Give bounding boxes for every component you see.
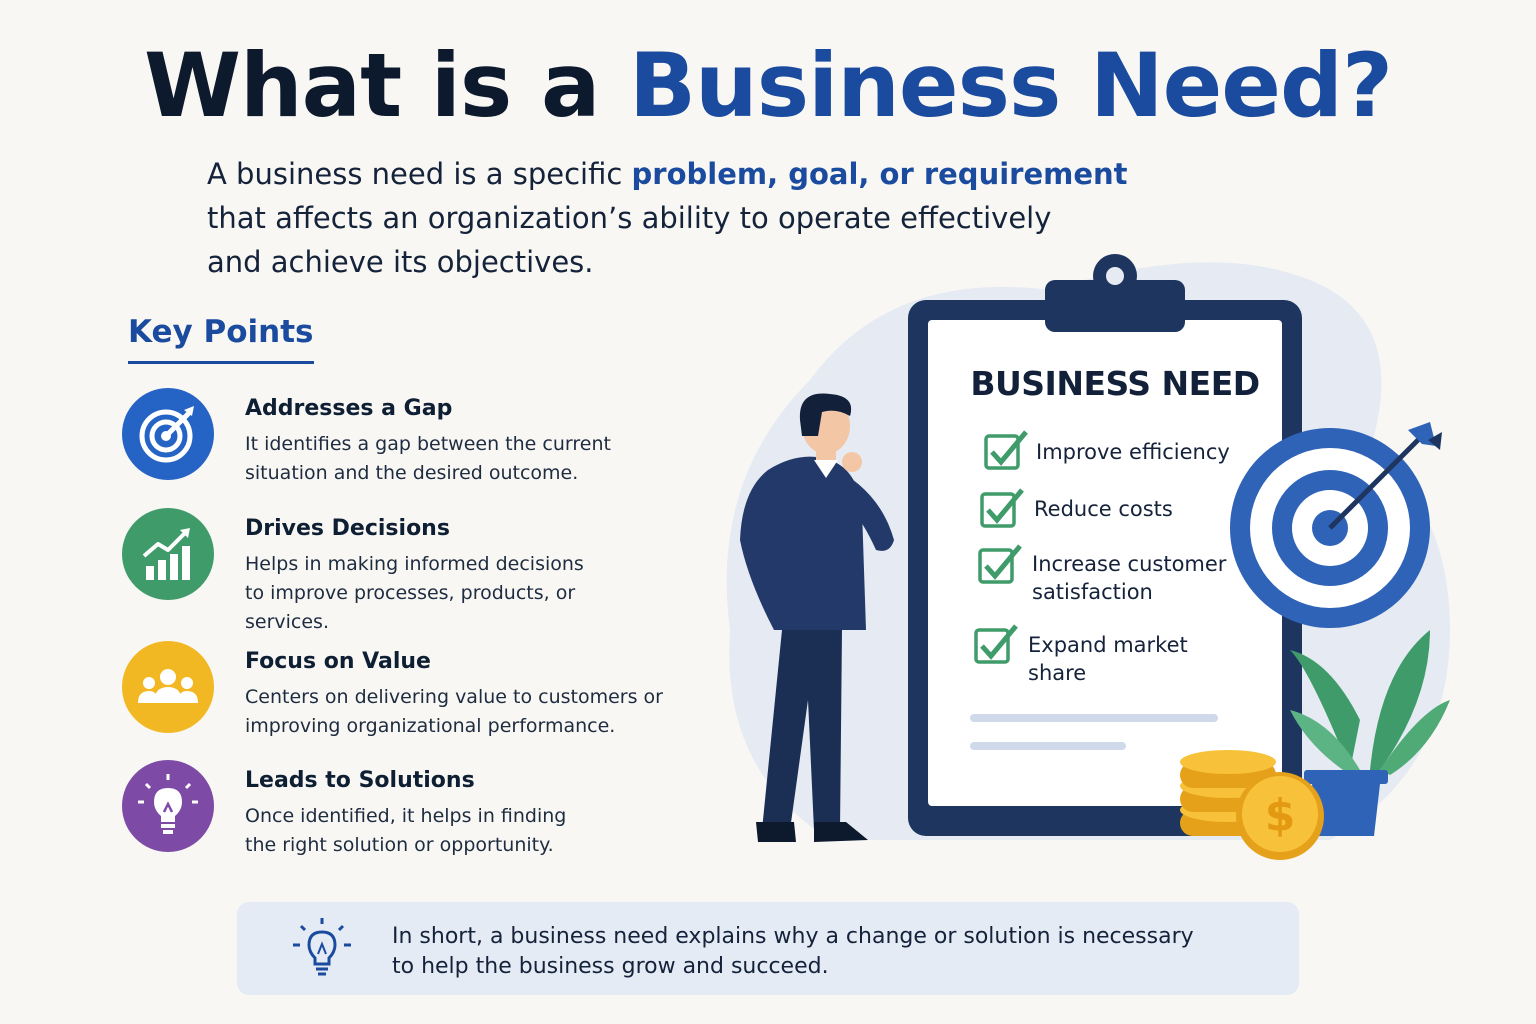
- key-points-underline: [128, 361, 314, 364]
- check-icon: [978, 544, 1022, 584]
- coins-icon: $: [1180, 750, 1324, 860]
- summary-box: In short, a business need explains why a…: [237, 902, 1299, 995]
- people-group-icon: [122, 641, 214, 733]
- businessman-figure: [740, 393, 894, 842]
- title-part1: What is a: [143, 34, 629, 137]
- page-title: What is a Business Need?: [0, 37, 1536, 135]
- lightbulb-icon: [287, 914, 357, 988]
- target-icon: [1230, 422, 1442, 628]
- summary-text: In short, a business need explains why a…: [392, 922, 1252, 982]
- intro-paragraph: A business need is a specific problem, g…: [207, 152, 1147, 284]
- key-point-desc: It identifies a gap between the current …: [245, 433, 611, 484]
- intro-line3: and achieve its objectives.: [207, 245, 594, 279]
- intro-line2: that affects an organization’s ability t…: [207, 201, 1052, 235]
- key-point-desc: Helps in making informed decisions to im…: [245, 553, 584, 633]
- check-icon: [984, 430, 1028, 470]
- checklist-item: Increase customer satisfaction: [1032, 552, 1227, 604]
- lightbulb-icon: [122, 760, 214, 852]
- summary-line1: In short, a business need explains why a…: [392, 924, 1194, 949]
- svg-text:$: $: [1265, 790, 1296, 841]
- check-icon: [980, 488, 1024, 528]
- key-point-title: Leads to Solutions: [245, 768, 475, 793]
- clipboard-title: BUSINESS NEED: [970, 364, 1260, 403]
- key-point-title: Addresses a Gap: [245, 396, 453, 421]
- key-point-title: Focus on Value: [245, 649, 431, 674]
- summary-line2: to help the business grow and succeed.: [392, 954, 829, 979]
- key-point-desc: Once identified, it helps in finding the…: [245, 805, 567, 856]
- plant-icon: [1290, 630, 1450, 836]
- check-icon: [974, 624, 1018, 664]
- checklist-item: Improve efficiency: [1036, 440, 1230, 464]
- target-icon: [122, 388, 214, 480]
- key-points-heading: Key Points: [128, 314, 314, 350]
- key-point-title: Drives Decisions: [245, 516, 450, 541]
- business-need-illustration: $: [726, 254, 1450, 860]
- checklist-item: Expand market share: [1028, 633, 1188, 685]
- title-accent: Business Need?: [628, 34, 1393, 137]
- intro-before: A business need is a specific: [207, 157, 632, 191]
- checklist-item: Reduce costs: [1034, 497, 1173, 521]
- growth-chart-icon: [122, 508, 214, 600]
- intro-highlight: problem, goal, or requirement: [631, 157, 1128, 191]
- key-point-desc: Centers on delivering value to customers…: [245, 686, 663, 737]
